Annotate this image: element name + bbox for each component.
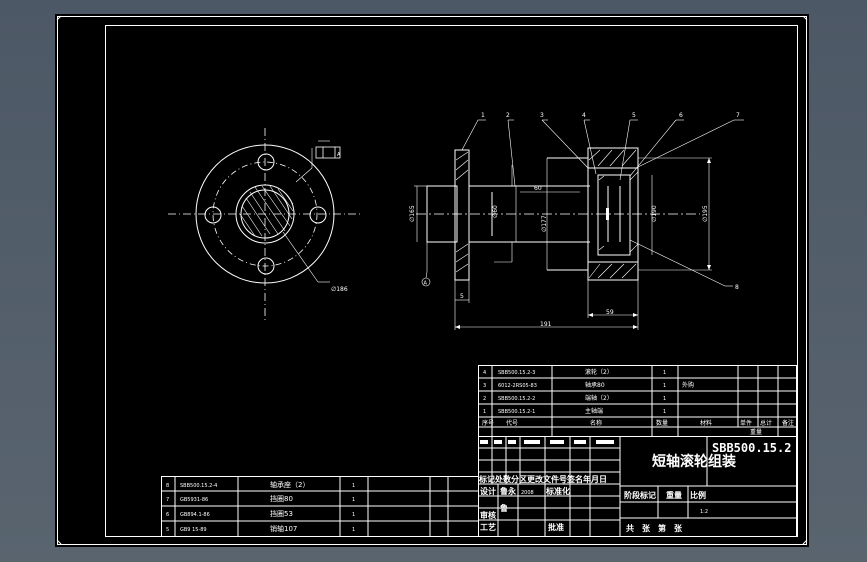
- bom-row-qty: 1: [352, 527, 355, 533]
- design-date: 2008: [521, 490, 534, 496]
- bom-header-name: 名称: [590, 419, 602, 427]
- bom-header-note: 备注: [782, 419, 794, 427]
- bom-row-code: GB894.1-86: [180, 512, 210, 518]
- dim-d1: ∅165: [409, 205, 416, 222]
- bom-row-qty: 1: [663, 383, 666, 389]
- bom-row-no: 8: [166, 483, 169, 489]
- bom-row-no: 1: [483, 409, 486, 415]
- dim-total-length: 191: [540, 321, 552, 328]
- border-corner-marks: [56, 15, 808, 545]
- bom-row-qty: 1: [663, 409, 666, 415]
- standardization-label: 标准化: [545, 486, 570, 496]
- dim-small: 60: [534, 185, 542, 192]
- title-block: 短轴滚轮组装 SBB500.15.2 标记处数分区更改文件号签名年月日 设计 鲁…: [478, 436, 797, 537]
- dim-right-length: 59: [606, 309, 614, 316]
- balloon-6: 6: [679, 112, 683, 119]
- dim-d5: ∅190: [651, 205, 658, 222]
- bom-row-note: 外购: [682, 381, 694, 389]
- approve-label: 批准: [548, 522, 564, 532]
- bom-row-name: 滚轮（2）: [585, 368, 613, 376]
- bom-row-name: 销轴107: [270, 524, 297, 533]
- bom-row-name: 挡圈53: [270, 509, 293, 518]
- bom-row-name: 轴承座（2）: [270, 480, 309, 489]
- balloon-3: 3: [540, 112, 544, 119]
- outer-border: [57, 16, 807, 545]
- revision-row-label: 标记处数分区更改文件号签名年月日: [478, 474, 607, 484]
- bom-header-qty: 数量: [656, 419, 668, 427]
- bom-header-total-weight: 总计: [760, 419, 772, 427]
- position-tolerance-frame: A: [315, 140, 341, 159]
- design-name: 鲁永: [499, 486, 516, 496]
- bom-row-qty: 1: [352, 483, 355, 489]
- balloon-1: 1: [481, 112, 485, 119]
- balloon-2: 2: [506, 112, 510, 119]
- bom-row-name: 轴承80: [585, 381, 605, 389]
- bottom-bom-table: 8 SBB500.15.2-4 轴承座（2） 1 7 GB5931-86 挡圈80 1 6 GB8…: [161, 476, 479, 537]
- front-view-diameter-label: ∅186: [331, 286, 348, 293]
- balloon-7: 7: [736, 112, 740, 119]
- check-label: 审核: [480, 510, 496, 520]
- bom-row-name: 主轴端: [585, 407, 603, 415]
- check-name: 鲁: [499, 503, 508, 513]
- scale-value: 1:2: [700, 509, 708, 515]
- bom-row-code: SBB500.15.2-2: [498, 396, 535, 402]
- front-view: ∅186 A: [168, 128, 362, 322]
- top-bom-table: 4 SBB500.15.2-3 滚轮（2） 1 3 6012-2RS05-83 轴承80 1 外…: [478, 365, 797, 437]
- bom-row-no: 5: [166, 527, 169, 533]
- bom-row-name: 端轴（2）: [585, 394, 613, 402]
- weight-label: 重量: [666, 490, 682, 500]
- bom-row-code: SBB500.15.2-1: [498, 409, 535, 415]
- sheets-label: 共 张 第 张: [626, 523, 683, 533]
- balloon-4: 4: [582, 112, 586, 119]
- bom-row-name: 挡圈80: [270, 494, 293, 503]
- bom-header-weight-group: 重量: [750, 428, 762, 436]
- design-label: 设计: [480, 486, 496, 496]
- tolerance-datum-ref: A: [337, 152, 341, 158]
- drawing-code: SBB500.15.2: [712, 441, 791, 455]
- bom-row-qty: 1: [352, 497, 355, 503]
- bom-row-no: 4: [483, 370, 486, 376]
- bom-row-qty: 1: [663, 370, 666, 376]
- scale-label: 比例: [690, 490, 706, 500]
- bom-row-code: GB9 15-89: [180, 527, 207, 533]
- bom-row-qty: 1: [663, 396, 666, 402]
- balloon-5: 5: [632, 112, 636, 119]
- bom-header-code: 代号: [506, 419, 518, 427]
- title-block-grid-labels: [480, 440, 614, 444]
- dim-d2: ∅177: [541, 215, 548, 232]
- drawing-sheet: [55, 14, 809, 547]
- bom-header-unit-weight: 单件: [740, 419, 752, 427]
- section-view: 191 59 5 60 ∅165 ∅177 ∅60 ∅195 ∅190 A 1 …: [409, 112, 744, 330]
- bom-row-no: 7: [166, 497, 169, 503]
- balloon-8: 8: [735, 284, 739, 291]
- process-label: 工艺: [480, 522, 496, 532]
- dim-d3: ∅60: [492, 205, 499, 218]
- bom-header-no: 序号: [482, 419, 494, 427]
- drawing-title: 短轴滚轮组装: [652, 453, 737, 470]
- datum-a-label: A: [424, 281, 428, 287]
- bom-row-no: 3: [483, 383, 486, 389]
- bom-header-material: 材料: [700, 419, 712, 427]
- bom-row-code: SBB500.15.2-3: [498, 370, 535, 376]
- bom-row-code: 6012-2RS05-83: [498, 383, 537, 389]
- bom-row-no: 2: [483, 396, 486, 402]
- dim-gap: 5: [460, 293, 464, 300]
- bom-row-no: 6: [166, 512, 169, 518]
- stage-marks-label: 阶段标记: [624, 490, 656, 500]
- bom-row-qty: 1: [352, 512, 355, 518]
- bom-row-code: GB5931-86: [180, 497, 208, 503]
- dim-d4: ∅195: [702, 205, 709, 222]
- bom-row-code: SBB500.15.2-4: [180, 483, 217, 489]
